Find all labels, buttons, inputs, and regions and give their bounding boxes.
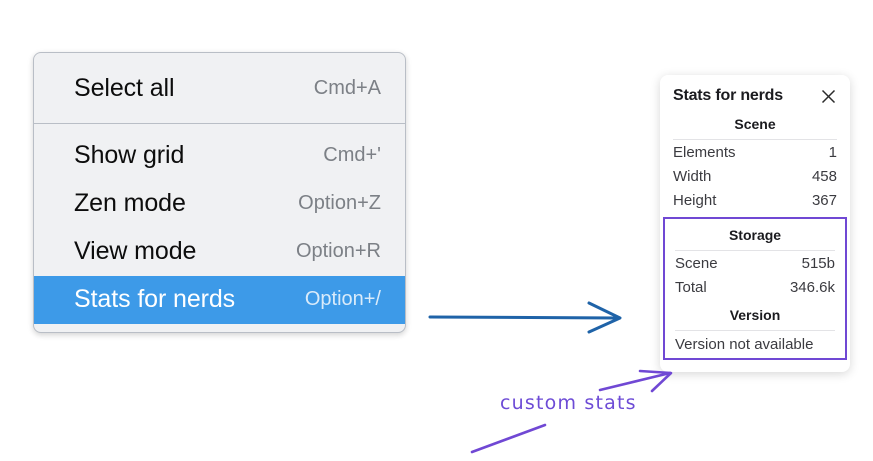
menu-item-zen-mode[interactable]: Zen mode Option+Z [34,180,405,228]
stat-value: 458 [811,168,837,185]
table-row: Elements 1 [660,140,850,164]
table-row: Scene 515b [665,251,845,275]
section-scene: Scene Elements 1 Width 458 Height 367 [660,105,850,212]
stat-value: 515b [801,255,835,272]
menu-item-shortcut: Option+/ [304,287,381,310]
section-heading: Storage [728,227,782,243]
menu-group-view: Show grid Cmd+' Zen mode Option+Z View m… [34,124,405,332]
stat-key: Scene [675,255,718,272]
version-text: Version not available [675,336,814,353]
table-row: Width 458 [660,164,850,188]
menu-item-label: Select all [74,73,175,102]
purple-underline [470,423,547,454]
menu-item-label: View mode [74,236,197,265]
custom-stats-highlight-box: Storage Scene 515b Total 346.6k Version … [663,217,847,360]
purple-arrow-icon [598,369,673,393]
section-heading: Scene [734,116,776,132]
menu-item-show-grid[interactable]: Show grid Cmd+' [34,132,405,180]
menu-group-top: Select all Cmd+A [34,53,405,123]
stat-value: 367 [811,192,837,209]
stat-key: Height [673,192,717,209]
menu-item-label: Zen mode [74,188,186,217]
menu-item-label: Stats for nerds [74,284,236,313]
stat-key: Elements [673,144,736,161]
menu-item-select-all[interactable]: Select all Cmd+A [34,65,405,113]
menu-divider [34,123,405,124]
menu-item-shortcut: Option+Z [298,191,381,214]
custom-stats-annotation-label: custom stats [500,392,637,414]
blue-arrow-icon [428,301,622,334]
menu-item-label: Show grid [74,140,185,169]
table-row: Height 367 [660,188,850,212]
section-divider [675,330,835,331]
menu-item-shortcut: Cmd+' [323,143,381,166]
section-version: Version Version not available [665,299,845,356]
stat-value: 346.6k [789,279,835,296]
stats-for-nerds-panel: Stats for nerds Scene Elements 1 Width 4… [660,75,850,372]
panel-header: Stats for nerds [660,85,850,105]
section-heading: Version [729,307,781,323]
stat-value: 1 [828,144,837,161]
close-icon[interactable] [820,88,837,105]
panel-title: Stats for nerds [673,87,783,104]
menu-item-shortcut: Cmd+A [313,76,381,99]
section-storage: Storage Scene 515b Total 346.6k [665,219,845,299]
menu-item-shortcut: Option+R [295,239,381,262]
menu-item-stats-for-nerds[interactable]: Stats for nerds Option+/ [34,276,405,324]
stat-key: Width [673,168,712,185]
context-menu[interactable]: Select all Cmd+A Show grid Cmd+' Zen mod… [33,52,406,333]
menu-item-view-mode[interactable]: View mode Option+R [34,228,405,276]
table-row: Total 346.6k [665,275,845,299]
stat-key: Total [675,279,707,296]
section-divider [675,250,835,251]
section-divider [673,139,837,140]
